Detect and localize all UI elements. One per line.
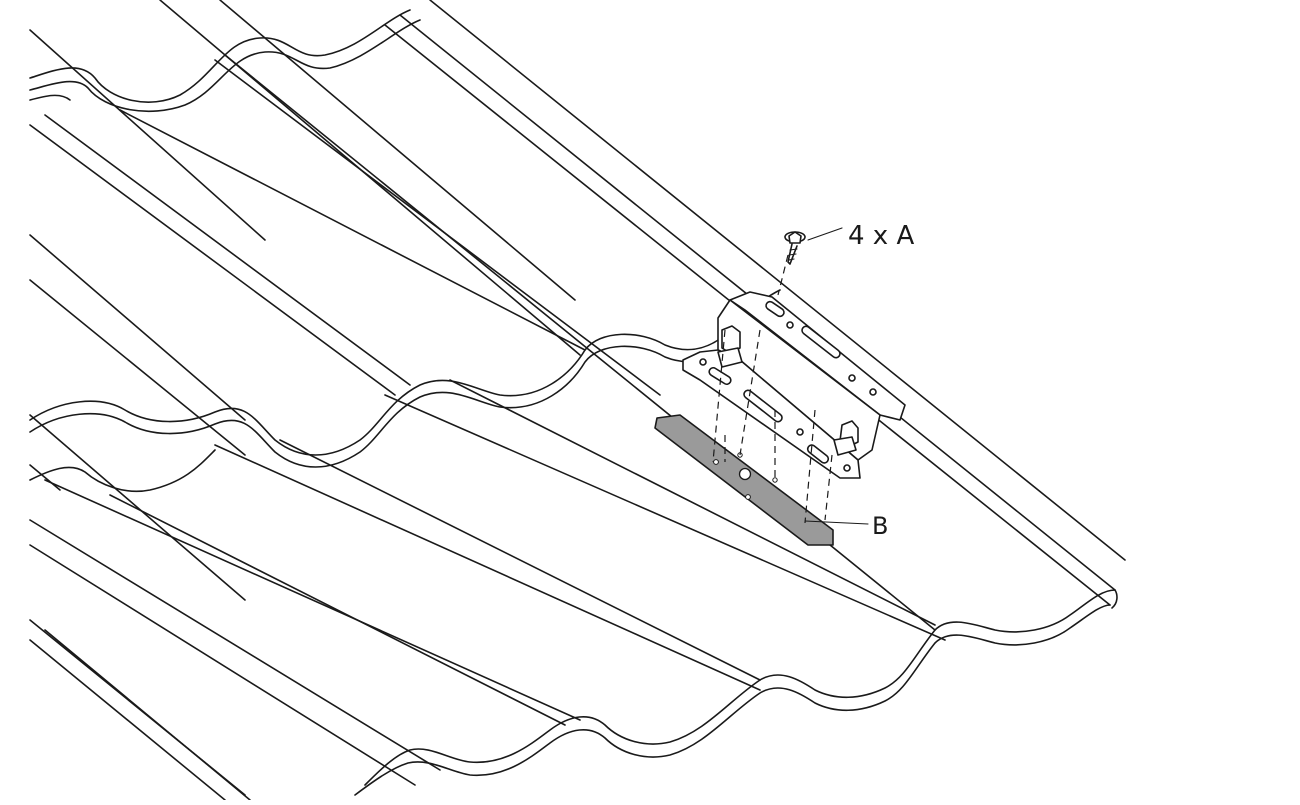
- alignment-guides: [712, 254, 833, 524]
- screw-icon: [784, 231, 806, 265]
- plate-callout-label: B: [872, 512, 888, 540]
- plate-leader-line: [804, 520, 869, 525]
- roof-tile-sheet: [29, 0, 1126, 801]
- screw-callout-label: 4 x A: [848, 221, 914, 251]
- roof-hook-bracket-icon: [682, 291, 906, 479]
- screw-leader-line: [807, 227, 843, 241]
